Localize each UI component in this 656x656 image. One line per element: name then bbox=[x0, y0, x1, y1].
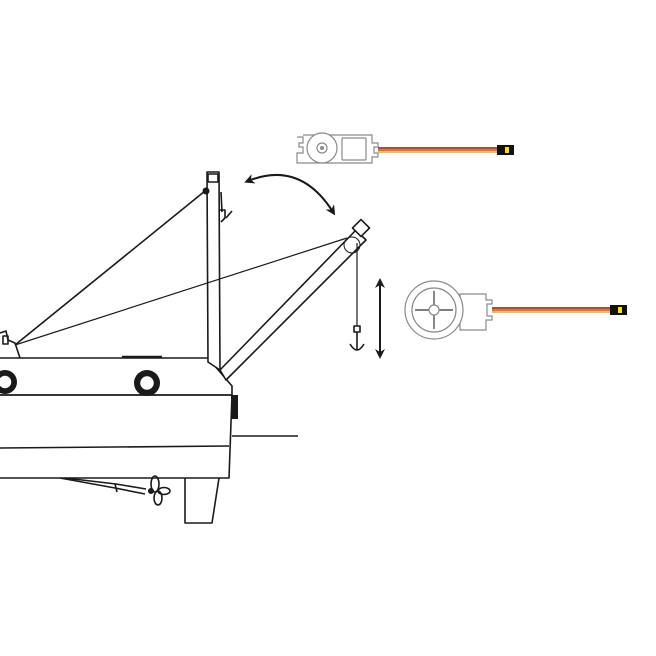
propeller-icon bbox=[148, 475, 171, 506]
boat bbox=[0, 330, 298, 524]
bow-cleat bbox=[2, 335, 9, 345]
mast-pulley bbox=[202, 187, 210, 195]
hull-waterline bbox=[0, 445, 230, 449]
stay-wire bbox=[14, 190, 206, 346]
boom-lift-wire bbox=[14, 237, 348, 346]
mast-hook-icon bbox=[220, 191, 233, 223]
propeller-shaft bbox=[59, 477, 147, 495]
mast bbox=[202, 171, 233, 371]
curved-double-arrow-icon bbox=[244, 173, 336, 216]
rudder bbox=[184, 477, 220, 524]
hull-side-fitting bbox=[231, 395, 238, 419]
mast-top-cap bbox=[207, 173, 219, 183]
hull-upper bbox=[0, 357, 233, 396]
boom-pulley bbox=[343, 236, 361, 254]
standard-servo bbox=[296, 132, 514, 164]
porthole bbox=[134, 370, 160, 396]
porthole bbox=[0, 370, 17, 394]
crane-boom bbox=[219, 218, 371, 381]
hull-lower bbox=[0, 394, 233, 479]
winch-servo bbox=[404, 280, 627, 340]
hook-icon bbox=[349, 243, 365, 351]
boom-tip-cap bbox=[351, 218, 371, 238]
